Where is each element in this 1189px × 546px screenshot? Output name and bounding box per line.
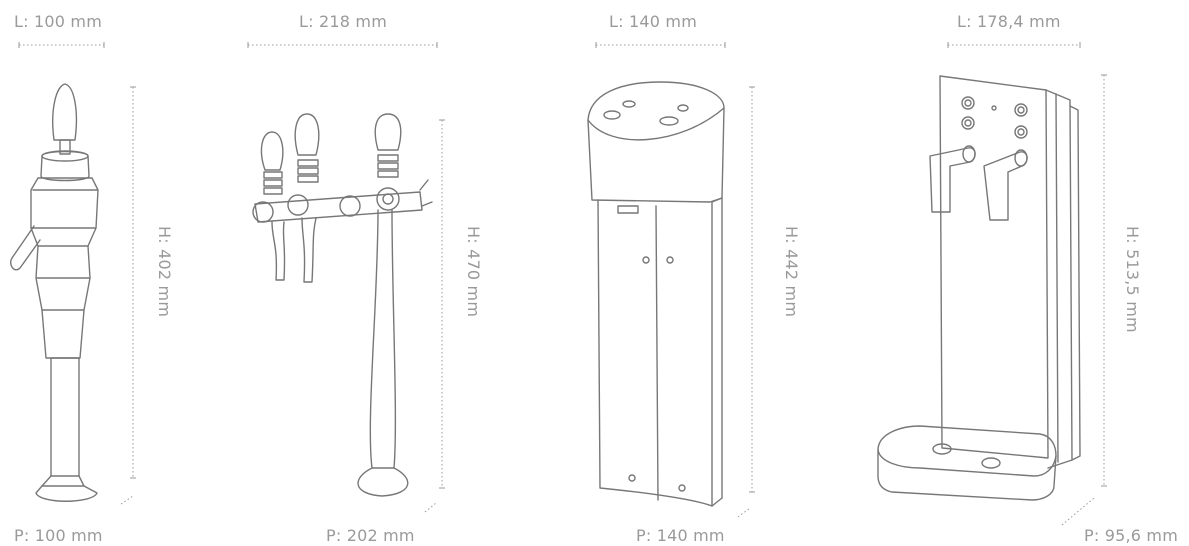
- cabinet-tower-drawing: [587, 81, 725, 507]
- product-3-depth-label: P: 140 mm: [636, 526, 725, 545]
- product-2-depth-label: P: 202 mm: [326, 526, 415, 545]
- triple-tap-tower-drawing: [252, 113, 433, 497]
- product-4-length-label: L: 178,4 mm: [957, 12, 1061, 31]
- wall-panel-dispenser-drawing: [877, 75, 1081, 501]
- product-3-length-label: L: 140 mm: [609, 12, 697, 31]
- product-4-depth-label: P: 95,6 mm: [1084, 526, 1179, 545]
- dimension-lines: [18, 42, 1107, 526]
- single-tap-column-drawing: [10, 83, 99, 502]
- product-1-length-label: L: 100 mm: [14, 12, 102, 31]
- product-1-depth-label: P: 100 mm: [14, 526, 103, 545]
- product-2-length-label: L: 218 mm: [299, 12, 387, 31]
